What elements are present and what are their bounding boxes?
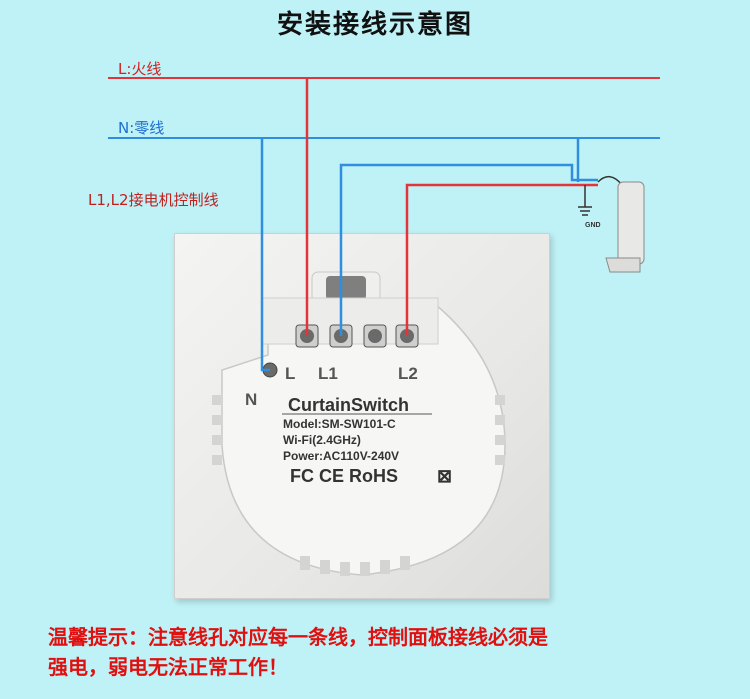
live-wire-label: L:火线	[118, 60, 162, 78]
warning-line-1: 温馨提示：注意线孔对应每一条线，控制面板接线必须是	[48, 625, 548, 649]
motor-cable	[597, 176, 623, 186]
terminal-l2-label: L2	[398, 364, 418, 383]
neutral-to-n-wire	[260, 138, 270, 372]
curtain-motor	[605, 181, 645, 273]
warning-note: 温馨提示：注意线孔对应每一条线，控制面板接线必须是 强电，弱电无法正常工作！	[48, 622, 728, 682]
device-wifi: Wi-Fi(2.4GHz)	[283, 433, 361, 447]
l1-motor-wire	[339, 163, 598, 336]
motor-wire-label: L1,L2接电机控制线	[88, 191, 219, 209]
l2-motor-wire	[405, 183, 598, 336]
terminal-n-label: N	[245, 390, 258, 409]
weee-bin-icon: ⊠	[437, 466, 453, 486]
terminal-l-label: L	[285, 364, 296, 383]
gnd-label: GND	[585, 222, 601, 229]
terminal-l1-label: L1	[318, 364, 338, 383]
device-name: CurtainSwitch	[288, 395, 410, 415]
certification-marks: FC CE RoHS	[290, 466, 398, 486]
neutral-wire-label: N:零线	[118, 119, 165, 137]
page-title: 安装接线示意图	[276, 10, 473, 40]
warning-line-2: 强电，弱电无法正常工作！	[48, 655, 288, 679]
device-model: Model:SM-SW101-C	[283, 417, 396, 431]
device-power: Power:AC110V-240V	[283, 449, 400, 463]
ground-symbol	[578, 185, 592, 216]
